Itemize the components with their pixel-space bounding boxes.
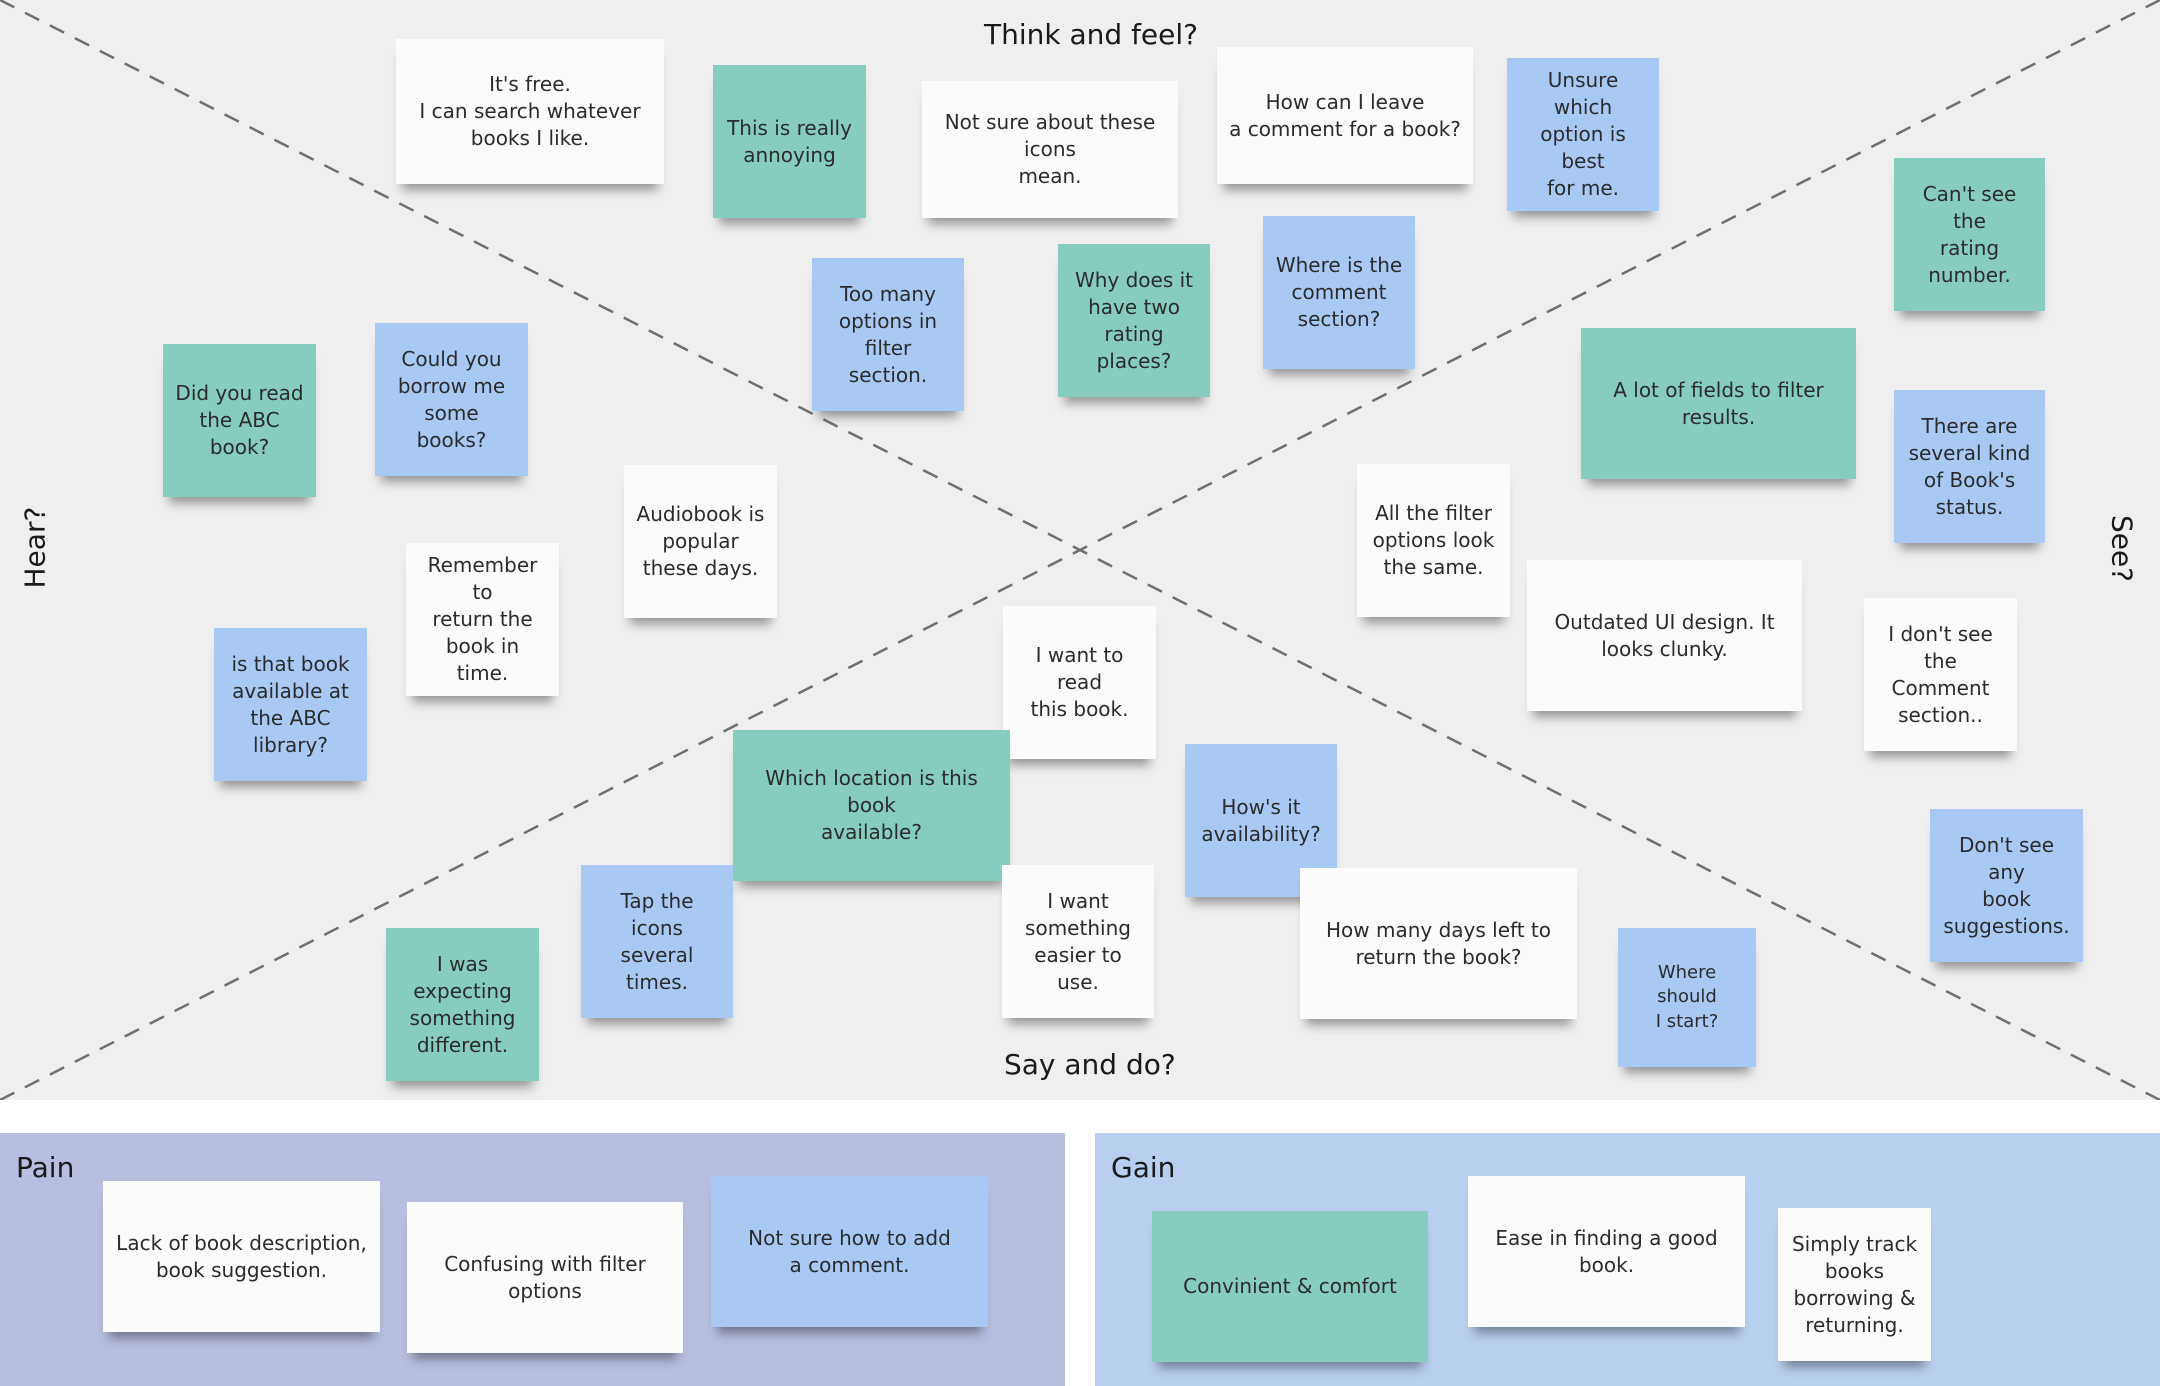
pain-panel-title: Pain [16,1151,75,1184]
sticky-note-text: Remember to return the book in time. [427,553,538,685]
sticky-note-outdated-ui[interactable]: Outdated UI design. It looks clunky. [1527,560,1802,711]
sticky-note-no-comment-section[interactable]: I don't see the Comment section.. [1864,598,2017,751]
sticky-note-text: How many days left to return the book? [1326,917,1551,969]
sticky-note-expecting-different[interactable]: I was expecting something different. [386,928,539,1081]
sticky-note-lack-description[interactable]: Lack of book description, book suggestio… [103,1181,380,1332]
sticky-note-text: This is really annoying [727,115,852,167]
diagonal-line-b [0,0,2160,1100]
sticky-note-text: There are several kind of Book's status. [1908,413,2031,519]
sticky-note-track-books[interactable]: Simply track books borrowing & returning… [1778,1208,1931,1361]
sticky-note-text: I don't see the Comment section.. [1888,621,1993,727]
sticky-note-book-available-abc[interactable]: is that book available at the ABC librar… [214,628,367,781]
quadrant-label-hear: Hear? [18,506,52,589]
quadrant-diagonals [0,0,2160,1100]
sticky-note-free-search[interactable]: It's free. I can search whatever books I… [396,39,664,184]
sticky-note-text: All the filter options look the same. [1372,501,1495,579]
quadrant-label-think-feel: Think and feel? [984,18,1199,51]
sticky-note-availability[interactable]: How's it availability? [1185,744,1337,897]
sticky-note-text: Why does it have two rating places? [1074,267,1194,373]
sticky-note-remember-return[interactable]: Remember to return the book in time. [406,543,559,696]
sticky-note-text: Not sure about these icons mean. [944,110,1156,188]
empathy-map-board: Think and feel? Say and do? Hear? See? I… [0,0,2160,1100]
sticky-note-text: Lack of book description, book suggestio… [116,1230,367,1282]
sticky-note-text: Too many options in filter section. [838,281,938,387]
sticky-note-text: I want something easier to use. [1025,888,1131,994]
sticky-note-text: Not sure how to add a comment. [748,1225,951,1277]
sticky-note-text: Did you read the ABC book? [175,381,304,459]
pain-panel: Pain Lack of book description, book sugg… [0,1133,1065,1386]
sticky-note-want-easier[interactable]: I want something easier to use. [1002,865,1154,1018]
sticky-note-unsure-option[interactable]: Unsure which option is best for me. [1507,58,1659,211]
sticky-note-text: How can I leave a comment for a book? [1229,89,1461,141]
gain-panel-title: Gain [1111,1151,1176,1184]
sticky-note-book-status[interactable]: There are several kind of Book's status. [1894,390,2045,543]
quadrant-label-see: See? [2105,514,2139,583]
sticky-note-did-you-read[interactable]: Did you read the ABC book? [163,344,316,497]
sticky-note-text: Convinient & comfort [1183,1274,1397,1298]
sticky-note-confusing-filter[interactable]: Confusing with filter options [407,1202,683,1353]
sticky-note-finding-book[interactable]: Ease in finding a good book. [1468,1176,1745,1327]
sticky-note-too-many-options[interactable]: Too many options in filter section. [812,258,964,411]
sticky-note-text: Don't see any book suggestions. [1943,832,2070,938]
quadrant-label-say-do: Say and do? [1004,1048,1176,1081]
sticky-note-text: Unsure which option is best for me. [1540,68,1626,200]
sticky-note-convenient[interactable]: Convinient & comfort [1152,1211,1428,1362]
sticky-note-text: Confusing with filter options [444,1251,646,1303]
sticky-note-leave-comment[interactable]: How can I leave a comment for a book? [1217,47,1473,184]
sticky-note-text: How's it availability? [1201,794,1321,846]
sticky-note-borrow-books[interactable]: Could you borrow me some books? [375,323,528,476]
sticky-note-text: Can't see the rating number. [1922,181,2017,287]
sticky-note-where-start[interactable]: Where should I start? [1618,928,1756,1067]
sticky-note-text: Simply track books borrowing & returning… [1791,1231,1918,1337]
sticky-note-text: A lot of fields to filter results. [1613,377,1824,429]
sticky-note-text: Could you borrow me some books? [397,346,506,452]
sticky-note-text: Outdated UI design. It looks clunky. [1554,609,1775,661]
sticky-note-text: I want to read this book. [1030,643,1129,721]
sticky-note-no-suggestions[interactable]: Don't see any book suggestions. [1930,809,2083,962]
sticky-note-text: I was expecting something different. [409,951,516,1057]
sticky-note-filter-same[interactable]: All the filter options look the same. [1357,464,1510,617]
sticky-note-text: is that book available at the ABC librar… [231,651,350,757]
sticky-note-which-location[interactable]: Which location is this book available? [733,730,1010,881]
sticky-note-really-annoying[interactable]: This is really annoying [713,65,866,218]
sticky-note-fields-filter[interactable]: A lot of fields to filter results. [1581,328,1856,479]
sticky-note-audiobook[interactable]: Audiobook is popular these days. [624,465,777,618]
sticky-note-text: It's free. I can search whatever books I… [419,72,641,150]
sticky-note-cant-see-rating[interactable]: Can't see the rating number. [1894,158,2045,311]
sticky-note-text: Audiobook is popular these days. [636,502,765,580]
sticky-note-text: Where should I start? [1655,962,1719,1032]
sticky-note-text: Where is the comment section? [1275,253,1403,331]
sticky-note-tap-icons[interactable]: Tap the icons several times. [581,865,733,1018]
sticky-note-add-comment[interactable]: Not sure how to add a comment. [711,1176,988,1327]
sticky-note-two-rating-places[interactable]: Why does it have two rating places? [1058,244,1210,397]
gain-panel: Gain Convinient & comfort Ease in findin… [1095,1133,2160,1386]
sticky-note-text: Ease in finding a good book. [1495,1225,1718,1277]
sticky-note-days-left[interactable]: How many days left to return the book? [1300,868,1577,1019]
sticky-note-unsure-icons[interactable]: Not sure about these icons mean. [922,81,1178,218]
sticky-note-want-read[interactable]: I want to read this book. [1003,606,1156,759]
sticky-note-where-comment[interactable]: Where is the comment section? [1263,216,1415,369]
sticky-note-text: Tap the icons several times. [620,888,694,994]
sticky-note-text: Which location is this book available? [765,766,978,844]
